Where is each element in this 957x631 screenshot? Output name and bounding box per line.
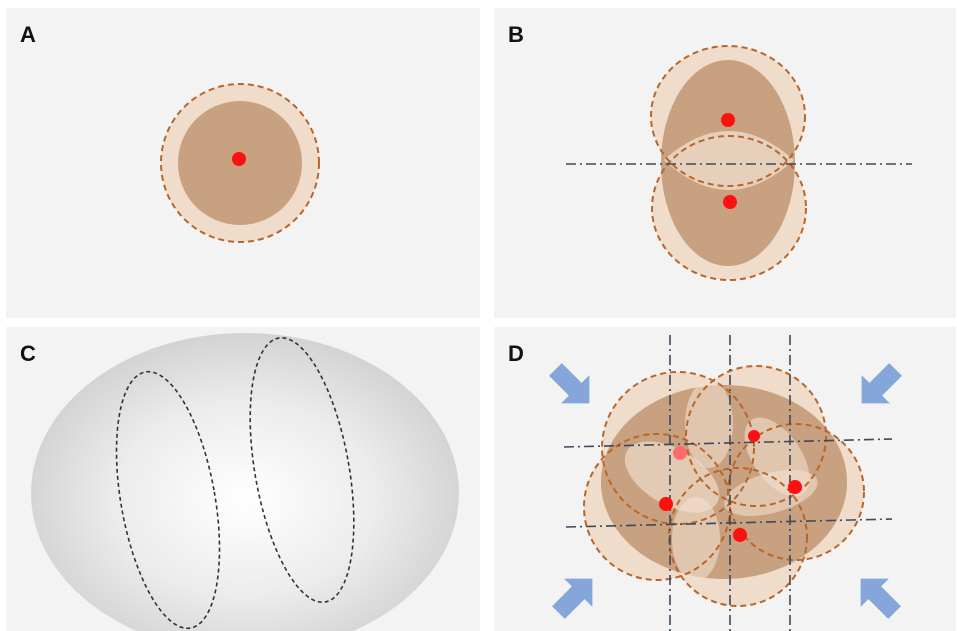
cell-membrane [160,83,320,243]
axis-line [563,438,893,448]
lower-nucleus [723,195,737,209]
nucleus [673,446,687,460]
compression-arrow-bottom-left [552,578,593,619]
cell-membrane [583,433,731,581]
compression-arrow-top-left [549,363,590,404]
upper-cell-membrane [650,45,806,187]
cell-membrane [727,423,865,561]
axis-line [565,518,893,528]
lower-cell-membrane [651,135,807,281]
overlap-lens [672,497,720,581]
cell-membrane [685,365,827,507]
compression-arrow-top-right [861,363,902,404]
cleavage-furrow-left [115,370,221,630]
cleavage-furrow-right [249,336,355,604]
panel-label-a: A [20,22,36,47]
panel-b-drawing [566,45,912,281]
nucleus [659,497,673,511]
overlap-lens [664,131,794,190]
panel-d: D [494,327,956,631]
panel-label-b: B [508,22,524,47]
panel-c: C [6,327,480,631]
panel-c-drawing [31,333,459,631]
cell-membrane [601,371,755,525]
panel-b: B [494,8,956,318]
cell-membrane [668,467,808,607]
panel-label-d: D [508,341,524,366]
panel-label-c: C [20,341,36,366]
nucleus [748,430,760,442]
compression-arrow-bottom-right [860,578,901,619]
embryo-shape [31,333,459,631]
panel-a: A [6,8,480,318]
nucleus [788,480,802,494]
panel-a-drawing [160,83,320,243]
panel-d-drawing [549,335,902,631]
upper-nucleus [721,113,735,127]
nucleus [733,528,747,542]
nucleus [232,152,246,166]
